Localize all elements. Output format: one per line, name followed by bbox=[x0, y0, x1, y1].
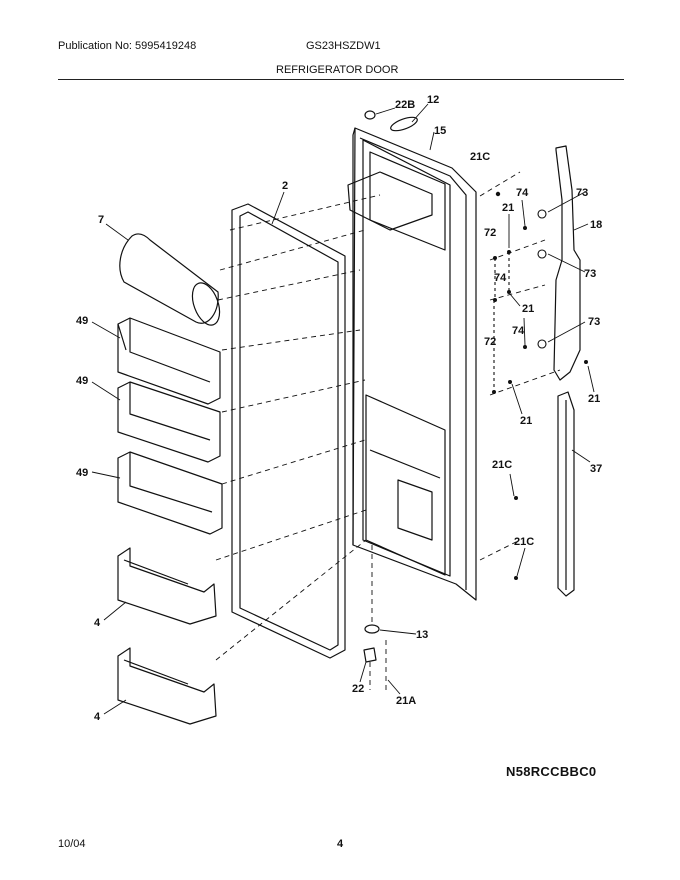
callout-74-c: 74 bbox=[512, 325, 525, 337]
diagram-code: N58RCCBBC0 bbox=[506, 764, 597, 779]
callout-22b: 22B bbox=[395, 99, 415, 111]
model-number: GS23HSZDW1 bbox=[306, 40, 381, 52]
callout-49-a: 49 bbox=[76, 315, 88, 327]
door-gasket bbox=[231, 203, 346, 659]
callout-12: 12 bbox=[427, 94, 439, 106]
publication-number: Publication No: 5995419248 bbox=[58, 40, 197, 52]
callout-49-b: 49 bbox=[76, 375, 88, 387]
header-rule bbox=[58, 79, 624, 80]
callout-21c-mid: 21C bbox=[492, 459, 512, 471]
callout-21-a: 21 bbox=[502, 202, 514, 214]
hinge-bracket-18 bbox=[553, 145, 581, 381]
callout-73-a: 73 bbox=[576, 187, 588, 199]
callout-74-a: 74 bbox=[516, 187, 529, 199]
callout-21c-top: 21C bbox=[470, 151, 490, 163]
cap-12 bbox=[390, 116, 418, 132]
callout-73-b: 73 bbox=[584, 268, 596, 280]
callout-21a: 21A bbox=[396, 695, 416, 707]
callout-15: 15 bbox=[434, 125, 446, 137]
trim-strip-37 bbox=[557, 391, 575, 597]
callout-18: 18 bbox=[590, 219, 602, 231]
callout-7: 7 bbox=[98, 214, 104, 226]
door-bin-49-upper bbox=[117, 317, 221, 405]
callout-13: 13 bbox=[416, 629, 428, 641]
callout-21-b: 21 bbox=[522, 303, 534, 315]
callout-49-c: 49 bbox=[76, 467, 88, 479]
door-shelf-4-upper bbox=[117, 547, 217, 625]
dairy-container bbox=[119, 233, 221, 326]
callout-74-b: 74 bbox=[494, 272, 507, 284]
door-bin-49-middle bbox=[117, 381, 221, 463]
callout-37: 37 bbox=[590, 463, 602, 475]
plug-22b bbox=[364, 110, 376, 120]
door-shelf-4-lower bbox=[117, 647, 217, 725]
callout-72-a: 72 bbox=[484, 227, 496, 239]
page-number: 4 bbox=[337, 838, 344, 850]
footer-date: 10/04 bbox=[58, 838, 86, 850]
callout-4-a: 4 bbox=[94, 617, 101, 629]
callout-22: 22 bbox=[352, 683, 364, 695]
callout-72-b: 72 bbox=[484, 336, 496, 348]
door-bin-49-lower bbox=[117, 451, 223, 535]
callout-2: 2 bbox=[282, 180, 288, 192]
bushing-22 bbox=[363, 647, 377, 663]
screw-21c-top bbox=[495, 191, 501, 197]
callout-21-d: 21 bbox=[520, 415, 532, 427]
hinge-13 bbox=[364, 624, 380, 634]
callout-73-c: 73 bbox=[588, 316, 600, 328]
callout-4-b: 4 bbox=[94, 711, 101, 723]
hinge-pin-73 bbox=[537, 209, 547, 219]
section-title: REFRIGERATOR DOOR bbox=[276, 64, 399, 76]
callout-21-c: 21 bbox=[588, 393, 600, 405]
callout-21c-low: 21C bbox=[514, 536, 534, 548]
door-assembly bbox=[347, 127, 477, 601]
